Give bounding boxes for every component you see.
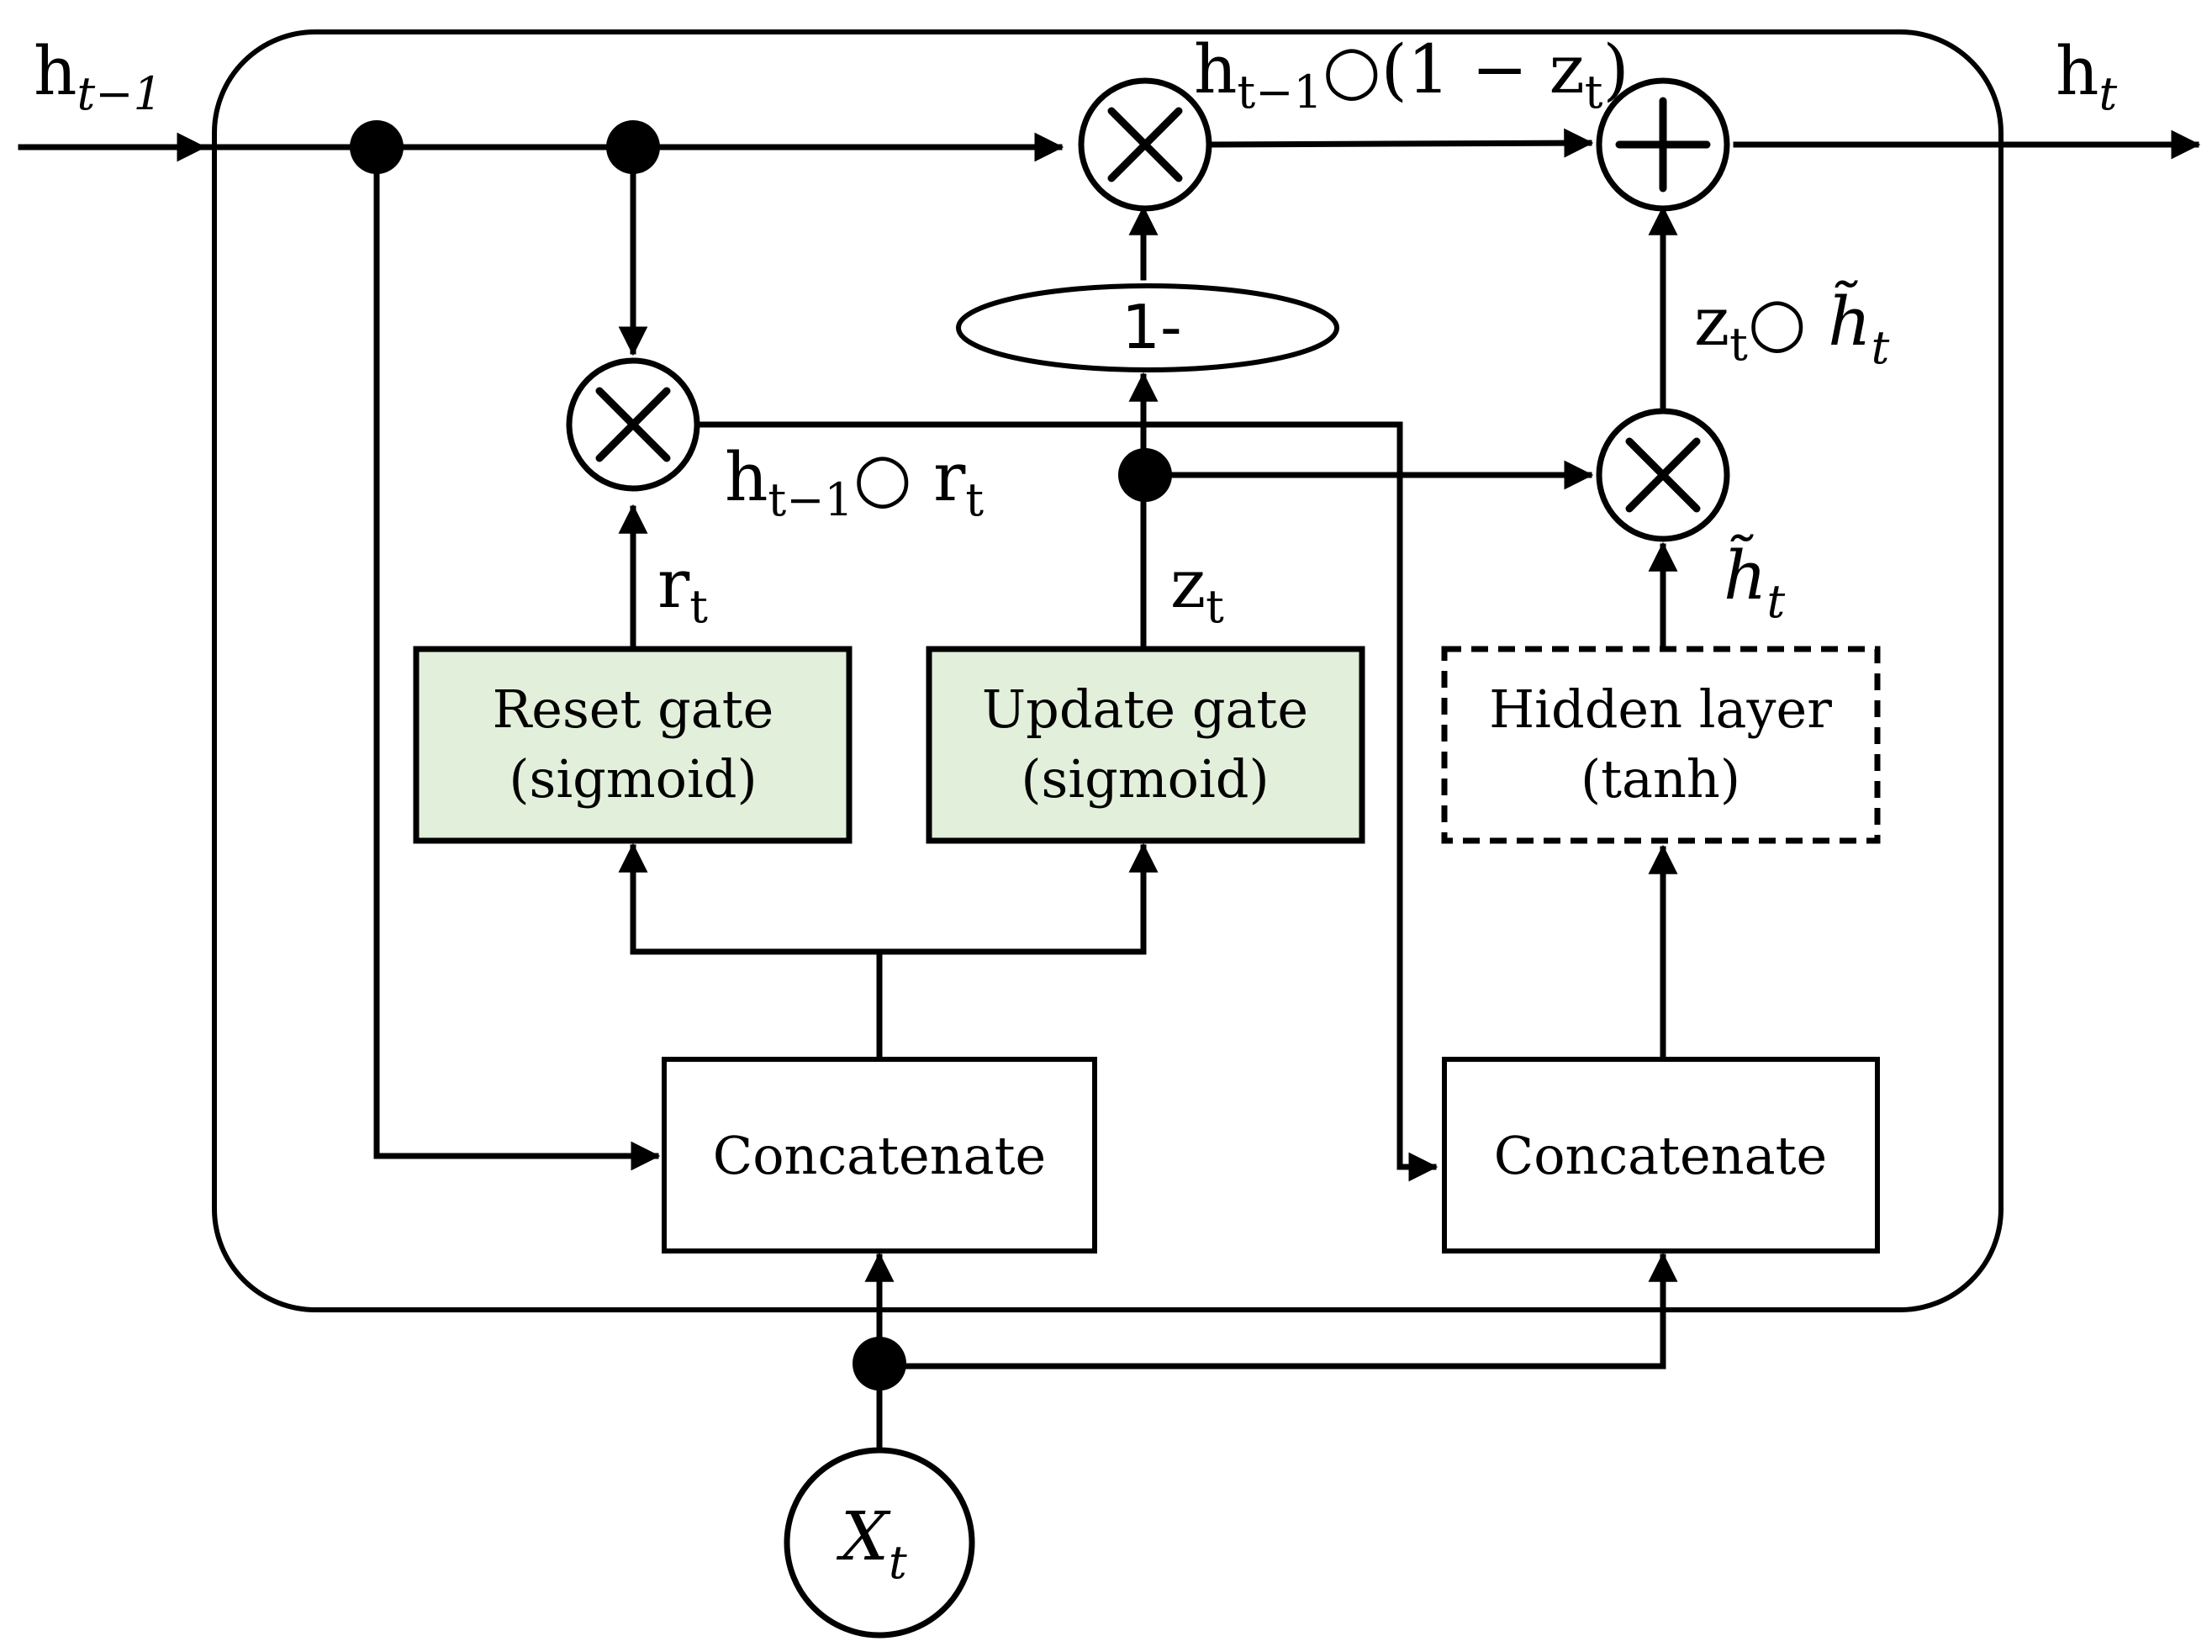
junction-dot-h-prev-right [606, 120, 660, 174]
reset-gate-label: Reset gate [493, 678, 774, 740]
mult-top-to-add-line [1207, 128, 1594, 158]
junction-dot-z [1118, 448, 1172, 502]
r-t-label: rt [657, 545, 708, 633]
x-t-label: Xt [836, 1497, 907, 1589]
concat-right-box [1442, 1057, 1880, 1254]
concat-left-box [662, 1057, 1097, 1254]
h-prev-input-label: ht−1 [34, 32, 162, 120]
concat-left-label: Concatenate [713, 1125, 1047, 1186]
plus-circle-icon [1596, 77, 1730, 212]
update-gate-box [926, 646, 1365, 844]
x-t-to-concat-right [876, 1252, 1678, 1370]
one-minus-node [956, 283, 1339, 372]
reset-gate-box [413, 646, 853, 844]
h-t-output-label: ht [2056, 32, 2118, 120]
concat-left-to-update-gate [876, 842, 1159, 955]
h-prev-times-one-minus-z-label: ht−1○(1 − zt) [1194, 30, 1629, 119]
h-prev-to-concat-left [373, 144, 661, 1171]
junction-dot-x-t [853, 1337, 906, 1391]
h-prev-times-r-label: ht−1○ rt [725, 438, 984, 526]
multiply-reset-icon [566, 357, 700, 492]
junction-dot-h-prev-left [350, 120, 404, 174]
update-gate-label: Update gate [982, 678, 1308, 740]
reset-gate-activation: (sigmoid) [509, 748, 757, 810]
multiply-top-icon [1078, 77, 1212, 212]
hidden-layer-label: Hidden layer [1489, 678, 1832, 740]
multiply-right-icon [1596, 408, 1730, 542]
gru-cell-boundary [212, 29, 2003, 1312]
concat-left-to-reset-gate [618, 842, 883, 955]
one-minus-label: 1- [1122, 292, 1182, 362]
x-t-input-node [784, 1447, 975, 1639]
update-gate-activation: (sigmoid) [1021, 748, 1269, 810]
z-times-h-tilde-label: zt○ h̃t [1694, 280, 1890, 374]
hidden-layer-activation: (tanh) [1581, 748, 1740, 810]
z-t-label: zt [1170, 545, 1224, 633]
h-tilde-label: h̃t [1724, 534, 1786, 628]
concat-right-label: Concatenate [1494, 1125, 1828, 1186]
reset-product-to-concat-right [694, 421, 1439, 1182]
hidden-layer-box [1441, 646, 1881, 844]
